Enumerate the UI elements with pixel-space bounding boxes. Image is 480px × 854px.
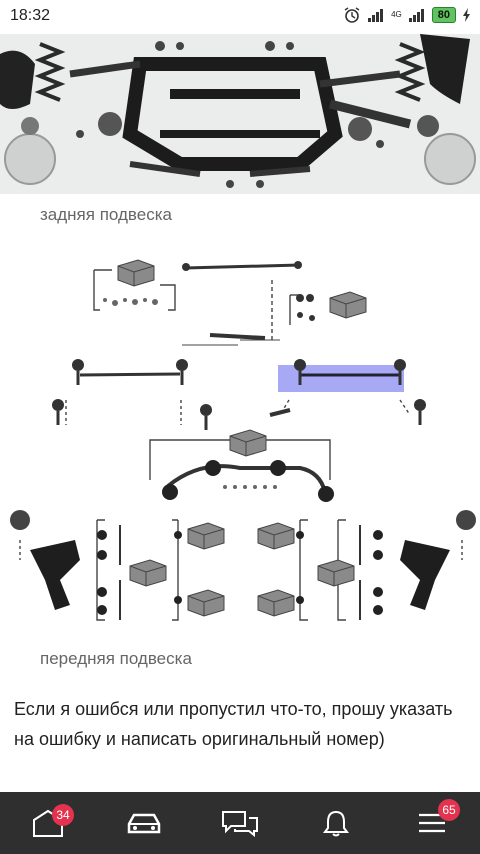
front-suspension-caption: передняя подвеска xyxy=(40,649,192,668)
bell-icon xyxy=(323,810,349,837)
alarm-icon xyxy=(344,7,360,23)
car-icon xyxy=(127,813,161,834)
suspension-parts-image xyxy=(0,34,480,194)
menu-badge: 65 xyxy=(438,799,460,821)
signal-icon-2 xyxy=(408,9,424,22)
network-type: 4G xyxy=(391,10,402,19)
signal-icon xyxy=(368,9,384,22)
nav-menu[interactable]: 65 xyxy=(384,792,480,854)
post-text: Если я ошибся или пропустил что-то, прош… xyxy=(14,699,453,749)
garage-badge: 34 xyxy=(52,804,74,826)
nav-messages[interactable] xyxy=(192,792,288,854)
front-suspension-exploded-view xyxy=(10,259,476,621)
nav-garage[interactable]: 34 xyxy=(0,792,96,854)
front-suspension-diagram[interactable] xyxy=(0,240,480,640)
status-icons: 4G 80 xyxy=(343,6,472,24)
rear-suspension-caption: задняя подвеска xyxy=(40,205,172,224)
nav-notifications[interactable] xyxy=(288,792,384,854)
messages-icon xyxy=(222,811,258,837)
charging-icon xyxy=(463,8,470,22)
status-time: 18:32 xyxy=(10,7,51,24)
garage-icon xyxy=(33,809,63,837)
battery-icon: 80 xyxy=(431,7,456,23)
nav-car[interactable] xyxy=(96,792,192,854)
bottom-nav: 34 65 xyxy=(0,792,480,854)
status-bar: 18:32 4G 80 xyxy=(0,0,480,34)
rear-suspension-photo[interactable] xyxy=(0,34,480,194)
